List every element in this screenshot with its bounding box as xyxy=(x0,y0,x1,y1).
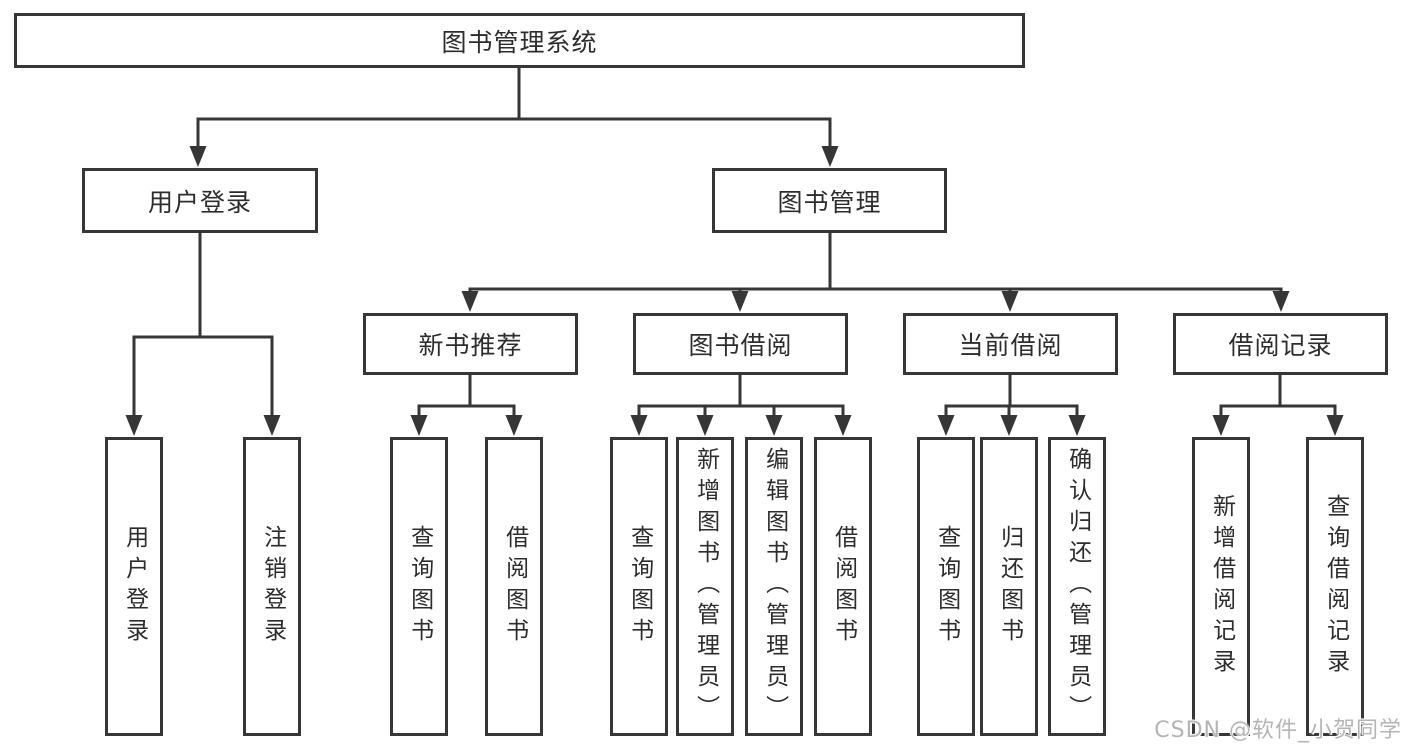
leaf-confirm-return-admin: 确认归还（管理员） xyxy=(1048,437,1106,736)
leaf-user-login: 用户登录 xyxy=(105,437,163,736)
node-book-management: 图书管理 xyxy=(712,168,947,233)
leaf-borrow-books-recommend: 借阅图书 xyxy=(485,437,543,736)
node-current-borrowing: 当前借阅 xyxy=(903,313,1118,375)
node-library-management-system: 图书管理系统 xyxy=(14,13,1025,68)
leaf-return-books: 归还图书 xyxy=(980,437,1038,736)
connector-borrowing-to-leaves xyxy=(637,375,845,416)
connector-recommend-to-leaves xyxy=(417,375,516,416)
arrowheads xyxy=(125,146,1344,436)
leaf-query-books-recommend: 查询图书 xyxy=(390,437,448,736)
node-user-login: 用户登录 xyxy=(82,168,318,233)
watermark: CSDN @软件_小贺同学 xyxy=(1154,718,1402,743)
leaf-add-borrow-record: 新增借阅记录 xyxy=(1192,437,1250,736)
connector-bookmgmt-to-level3 xyxy=(468,233,1283,293)
leaf-edit-book-admin: 编辑图书（管理员） xyxy=(745,437,803,736)
leaf-query-borrow-record: 查询借阅记录 xyxy=(1306,437,1364,736)
node-new-book-recommendation: 新书推荐 xyxy=(363,313,578,375)
connector-root-to-level2 xyxy=(196,66,832,147)
leaf-borrow-books-borrowing: 借阅图书 xyxy=(814,437,872,736)
connector-current-to-leaves xyxy=(944,375,1079,416)
leaf-query-books-borrowing: 查询图书 xyxy=(610,437,668,736)
leaf-query-books-current: 查询图书 xyxy=(917,437,975,736)
connector-records-to-leaves xyxy=(1219,375,1337,416)
leaf-add-book-admin: 新增图书（管理员） xyxy=(676,437,734,736)
connector-userlogin-to-leaves xyxy=(132,233,274,416)
leaf-logout: 注销登录 xyxy=(243,437,301,736)
node-borrowing-records: 借阅记录 xyxy=(1173,313,1388,375)
node-book-borrowing: 图书借阅 xyxy=(633,313,848,375)
